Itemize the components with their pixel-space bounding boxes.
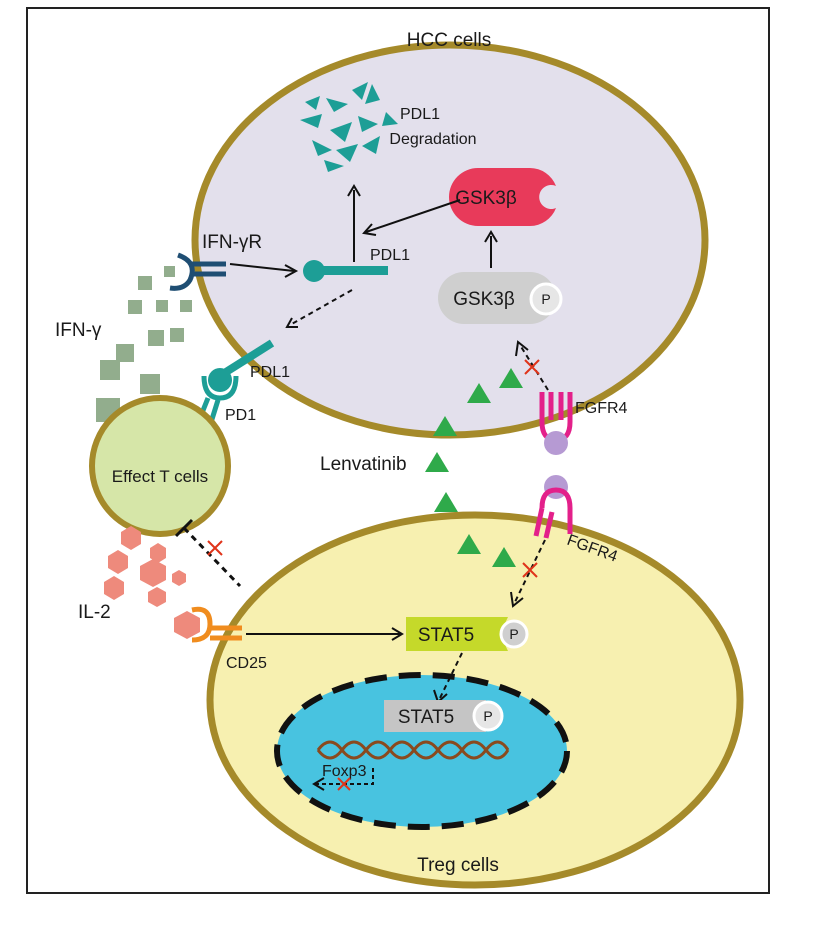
pd1-label: PD1 (225, 407, 256, 424)
gsk3b-phospho-icon (438, 272, 556, 324)
pdl1-degradation-label-2: Degradation (389, 131, 476, 148)
arrow-foxp3-expression (316, 768, 374, 785)
stat5-nuc-phospho-p-label: P (483, 708, 492, 724)
pdl1-degradation-label-1: PDL1 (400, 106, 440, 123)
stat5-phospho-p-label: P (509, 626, 518, 642)
cd25-label: CD25 (226, 655, 267, 672)
effect-t-cell (89, 395, 231, 537)
pdl1-fragment-icon (300, 82, 398, 172)
stat5-nuclear-icon (384, 700, 486, 732)
foxp3-label: Foxp3 (322, 763, 367, 780)
phospho-circle-stat5 (499, 619, 529, 649)
ifn-gamma-receptor-icon (169, 252, 226, 291)
arrow-pdl1-membrane (289, 289, 353, 326)
ifn-gamma-label: IFN-γ (55, 320, 102, 341)
phospho-circle-gsk (529, 282, 563, 316)
inhibition-x-icon-tcell (207, 540, 223, 556)
stat5-icon (406, 617, 508, 651)
fgfr4-hcc-label: FGFR4 (575, 400, 628, 417)
gsk3b-phospho-label: GSK3β (453, 289, 515, 310)
treg-cells-label: Treg cells (417, 855, 499, 876)
il2-hexagon-icon (104, 526, 200, 639)
hcc-cells-label: HCC cells (407, 30, 491, 51)
inhibition-x-icon-foxp3 (337, 777, 351, 791)
lenvatinib-triangle-icon (425, 368, 523, 567)
effect-t-cells-label: Effect T cells (112, 467, 208, 486)
gsk3b-active-label: GSK3β (455, 188, 517, 209)
stat5-nucleus-label: STAT5 (398, 707, 454, 728)
ifn-gamma-square-icon (96, 266, 192, 422)
fgfr4-receptor-icon-treg (533, 475, 573, 539)
stat5-cyto-label: STAT5 (418, 625, 474, 646)
gsk-phospho-p-label: P (541, 291, 550, 307)
arrow-gsk-to-pdl1 (365, 199, 461, 233)
diagram-frame (26, 7, 770, 894)
ifn-gamma-r-label: IFN-γR (202, 232, 262, 253)
inhibition-x-icon (524, 359, 540, 375)
cd25-receptor-icon (191, 606, 242, 643)
lenvatinib-label: Lenvatinib (320, 454, 407, 475)
dna-helix-icon (316, 740, 510, 760)
il2-label: IL-2 (78, 602, 111, 623)
inhibition-x-icon-treg (522, 562, 538, 578)
pdl1-membrane-label: PDL1 (250, 364, 290, 381)
fgfr4-receptor-icon (539, 392, 573, 455)
gsk3b-active-icon (449, 168, 556, 226)
inhibition-tcell-link (182, 526, 242, 588)
pdl1-membrane-receptor-icon (208, 339, 275, 392)
phospho-circle-stat5-nuc (472, 700, 504, 732)
arrow-ifngr-to-pdl1 (229, 263, 295, 272)
pdl1-receptor-icon (303, 260, 388, 282)
pdl1-internal-label: PDL1 (370, 247, 410, 264)
arrow-fgfr4-to-stat5 (514, 539, 546, 603)
